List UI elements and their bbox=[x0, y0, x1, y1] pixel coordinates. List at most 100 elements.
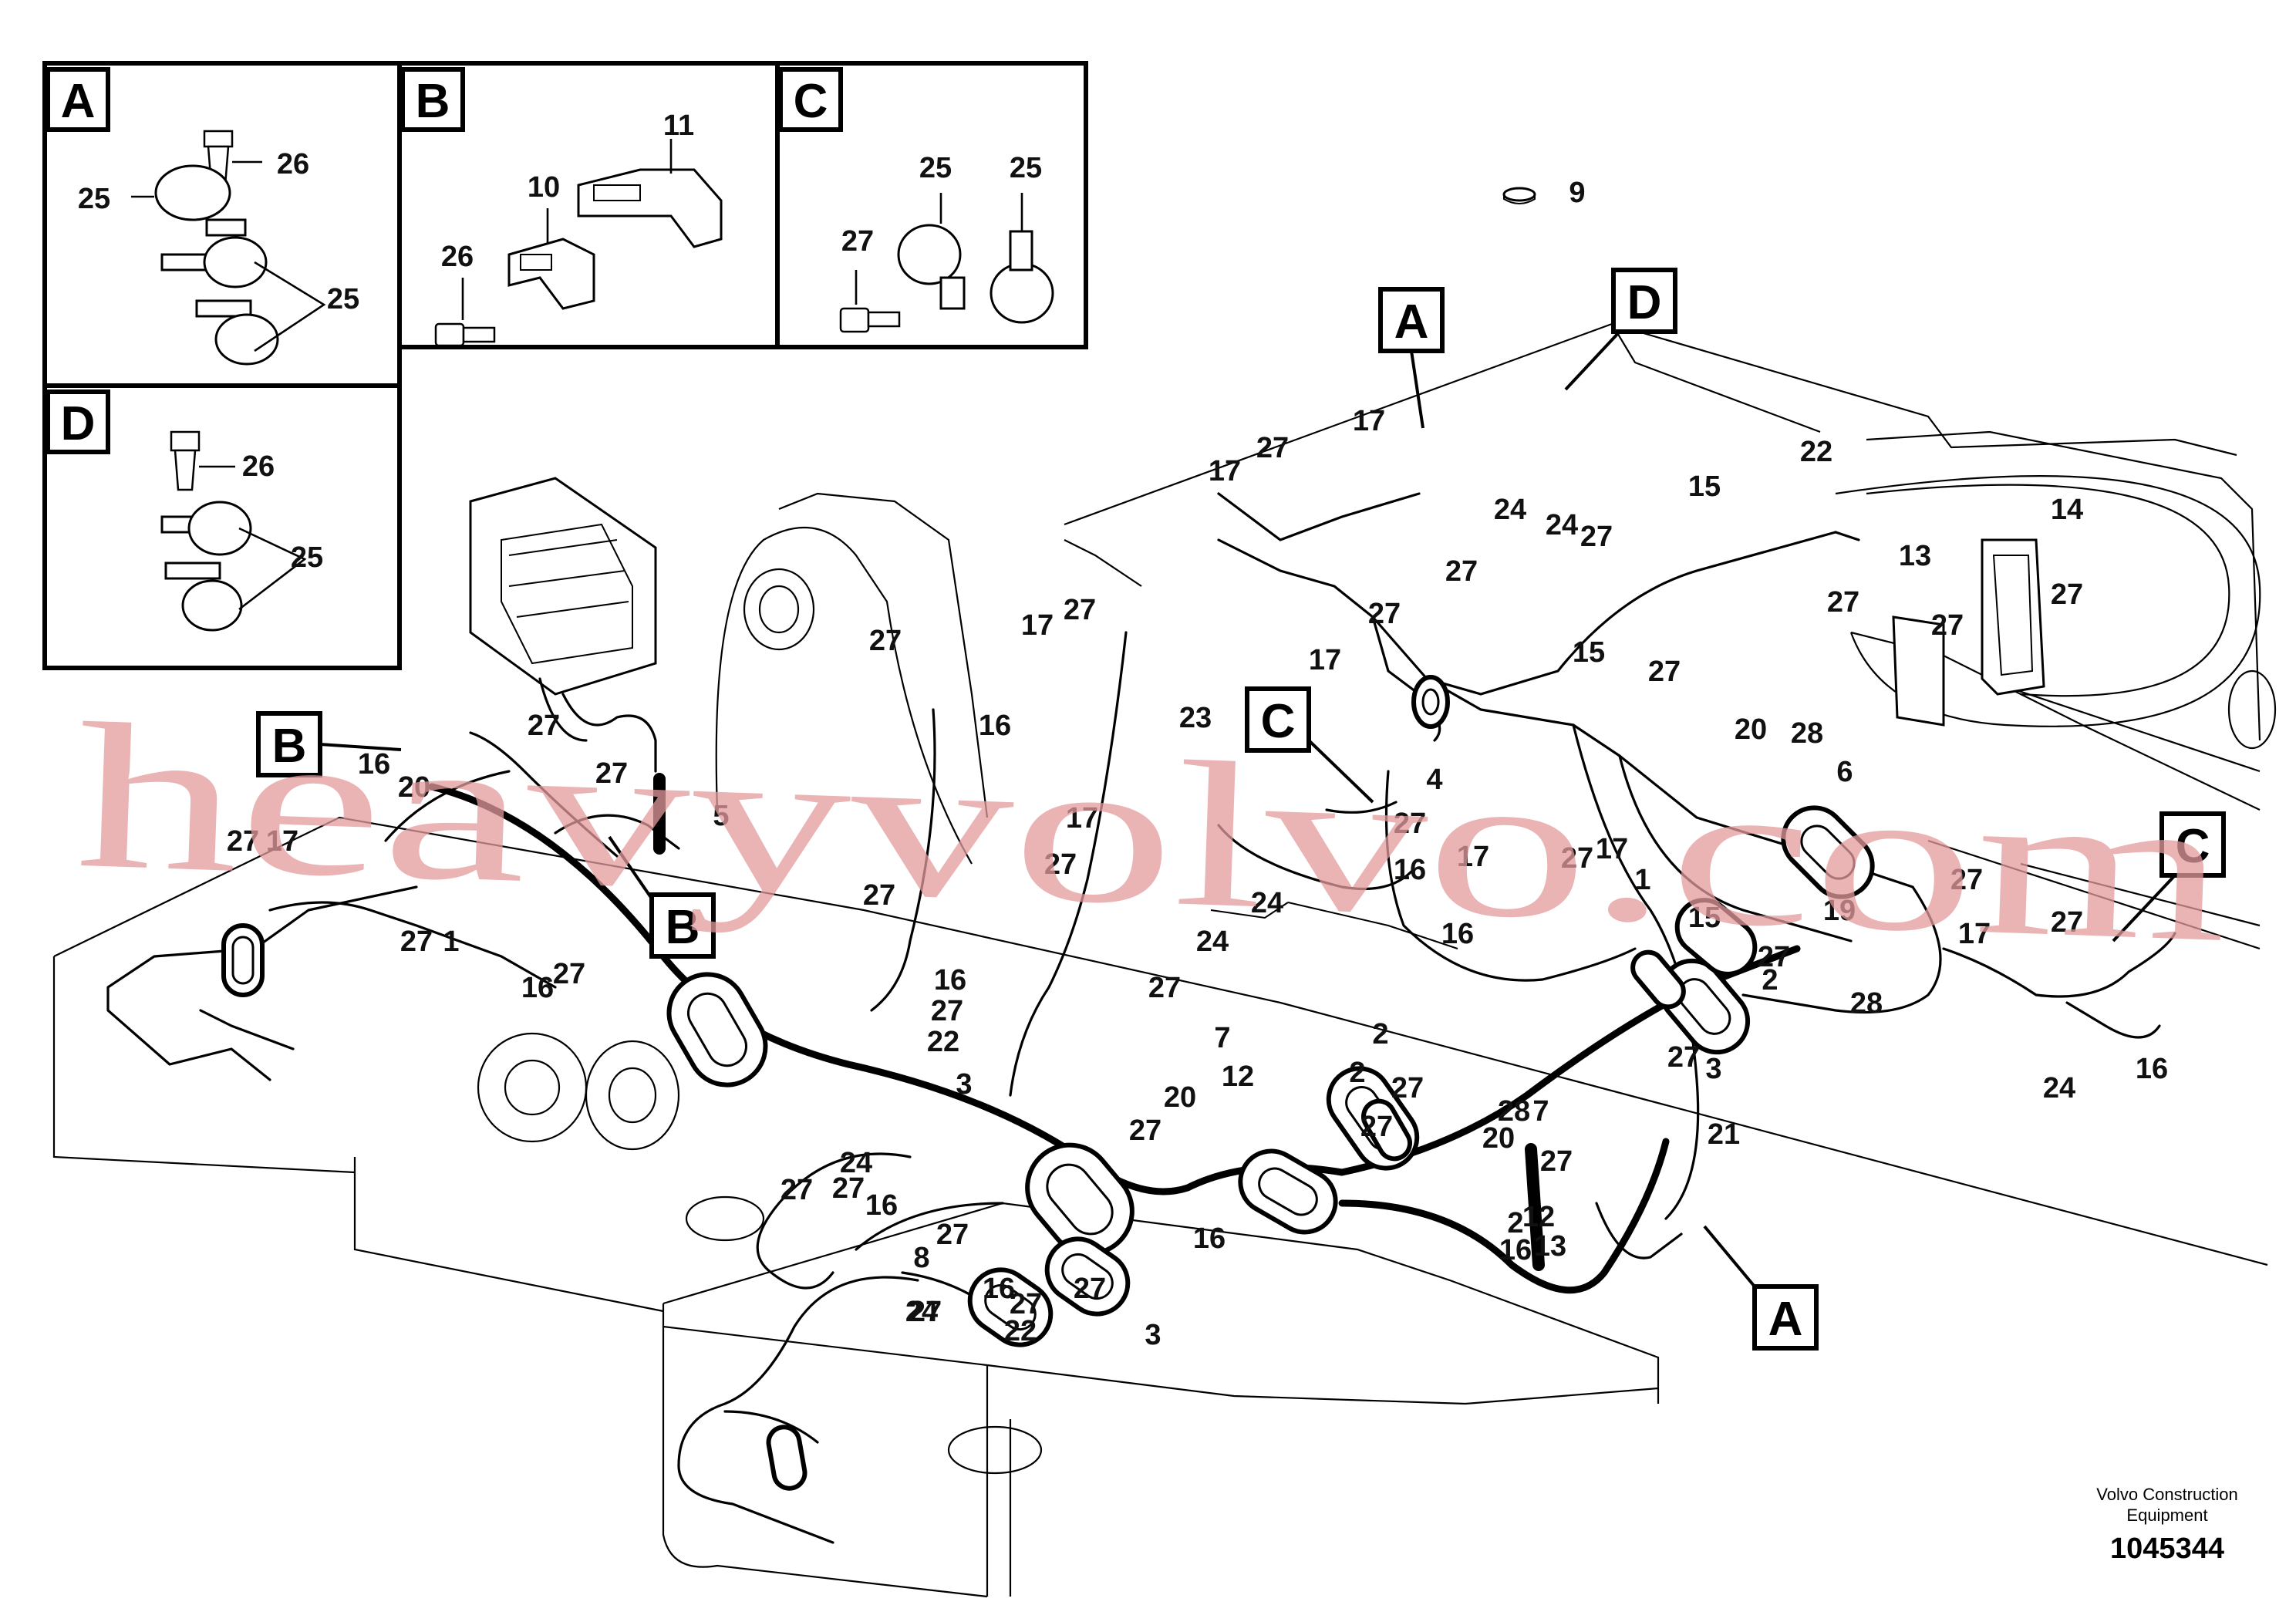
conduit-pipe bbox=[1525, 1143, 1545, 1271]
clamp-icon bbox=[164, 561, 243, 632]
callout-label: 4 bbox=[1426, 764, 1442, 796]
callout-label: 23 bbox=[1179, 702, 1212, 734]
callout-label: 27 bbox=[1580, 521, 1613, 553]
view-marker-c-right: C bbox=[2112, 811, 2226, 943]
callout-label: 17 bbox=[266, 825, 298, 858]
callout-label: 27 bbox=[869, 625, 902, 657]
callout-label: 17 bbox=[1209, 455, 1241, 487]
bolt-icon bbox=[434, 322, 496, 347]
callout-label: 26 bbox=[277, 148, 309, 180]
callout-label: 19 bbox=[1823, 895, 1856, 927]
callout-label: 27 bbox=[1074, 1273, 1106, 1305]
callout-label: 22 bbox=[927, 1026, 959, 1058]
callout-label: 16 bbox=[934, 964, 966, 996]
callout-label: 8 bbox=[913, 1242, 929, 1274]
view-marker-b-left: B bbox=[256, 711, 402, 777]
callout-label: 12 bbox=[1222, 1061, 1254, 1093]
callout-label: 17 bbox=[1309, 644, 1341, 676]
grommet bbox=[1781, 805, 1875, 899]
view-marker-b-center: B bbox=[608, 835, 716, 959]
callout-label: 15 bbox=[1573, 636, 1605, 669]
svg-text:B: B bbox=[666, 901, 700, 954]
callout-label: 1 bbox=[443, 926, 459, 958]
callout-label: 27 bbox=[1648, 656, 1681, 688]
callout-label: 10 bbox=[528, 171, 560, 204]
callout-label: 27 bbox=[1561, 842, 1593, 875]
callout-label: 15 bbox=[1688, 470, 1721, 503]
callout-label: 27 bbox=[863, 879, 895, 912]
bolt-icon bbox=[839, 307, 901, 333]
callout-label: 20 bbox=[398, 771, 430, 804]
clamp-icon bbox=[160, 501, 252, 556]
callout-label: 24 bbox=[905, 1296, 938, 1328]
callout-label: 27 bbox=[595, 757, 628, 790]
watermark-text: heavyvolvo.com bbox=[73, 680, 2232, 986]
callout-label: 27 bbox=[1445, 555, 1478, 588]
svg-text:A: A bbox=[1394, 295, 1429, 349]
callout-label: 24 bbox=[1251, 887, 1283, 919]
view-marker-a-top: A bbox=[1378, 287, 1445, 429]
callout-label: 27 bbox=[553, 958, 585, 990]
callout-label: 16 bbox=[983, 1273, 1015, 1305]
callout-label: 27 bbox=[909, 1296, 942, 1328]
callout-label: 20 bbox=[1164, 1081, 1196, 1114]
grommet bbox=[1674, 898, 1758, 976]
callout-label: 28 bbox=[1498, 1095, 1530, 1128]
svg-text:C: C bbox=[2176, 820, 2210, 873]
callout-label: 27 bbox=[1540, 1145, 1573, 1178]
bolt-icon bbox=[170, 430, 201, 491]
machine-frame-lineart bbox=[52, 322, 2277, 1598]
grommet bbox=[221, 923, 265, 997]
callout-label: 17 bbox=[1596, 833, 1628, 865]
callout-label: 16 bbox=[1499, 1234, 1532, 1266]
detail-box-a: A 26 25 25 bbox=[42, 61, 402, 388]
callout-label: 17 bbox=[1958, 918, 1991, 950]
callout-label: 7 bbox=[1214, 1022, 1230, 1054]
callout-label: 5 bbox=[713, 800, 729, 832]
callout-label: 27 bbox=[832, 1172, 865, 1205]
callout-label: 27 bbox=[1256, 432, 1289, 464]
svg-text:D: D bbox=[1627, 276, 1662, 329]
callout-label: 1 bbox=[1634, 864, 1650, 896]
grommet bbox=[1361, 1098, 1412, 1162]
clamp-icon bbox=[990, 230, 1054, 324]
svg-text:C: C bbox=[1261, 695, 1296, 748]
callout-label: 27 bbox=[2051, 906, 2083, 939]
callout-label: 25 bbox=[1010, 152, 1042, 184]
callout-label: 22 bbox=[1800, 436, 1832, 468]
clamp-icon bbox=[897, 224, 966, 310]
detail-box-c: C 25 25 27 bbox=[775, 61, 1088, 349]
callout-label: 27 bbox=[931, 995, 963, 1027]
callout-label: 26 bbox=[242, 450, 275, 483]
callout-label: 16 bbox=[2136, 1053, 2168, 1085]
grommet bbox=[766, 1425, 807, 1491]
callout-label: 17 bbox=[1353, 405, 1385, 437]
bracket-icon bbox=[507, 238, 595, 310]
callout-label: 27 bbox=[528, 710, 560, 742]
callout-label: 3 bbox=[1705, 1053, 1721, 1085]
electrical-distribution-box bbox=[469, 477, 657, 773]
callout-label: 16 bbox=[979, 710, 1011, 742]
callout-label: 27 bbox=[936, 1219, 969, 1251]
callout-label: 25 bbox=[78, 183, 110, 215]
callout-label: 27 bbox=[1360, 1111, 1393, 1143]
grommet bbox=[1238, 1148, 1338, 1235]
callout-label: 2 bbox=[1349, 1057, 1365, 1089]
bracket bbox=[1981, 538, 2045, 696]
callout-label: 27 bbox=[841, 225, 874, 258]
detail-letter: D bbox=[61, 397, 96, 450]
detail-box-b: B 11 10 26 bbox=[397, 61, 780, 349]
callout-label: 15 bbox=[1688, 902, 1721, 934]
callout-label: 2 bbox=[1507, 1207, 1523, 1239]
callout-label: 2 bbox=[1762, 964, 1778, 996]
callout-label: 27 bbox=[1010, 1288, 1042, 1320]
view-marker-c-middle: C bbox=[1245, 686, 1374, 804]
callout-label: 24 bbox=[1494, 494, 1526, 526]
callout-label: 27 bbox=[1044, 848, 1077, 881]
callout-label: 9 bbox=[1569, 177, 1585, 209]
callout-label: 25 bbox=[291, 541, 323, 574]
svg-text:A: A bbox=[1768, 1293, 1803, 1346]
callout-label: 27 bbox=[1394, 808, 1426, 840]
view-marker-a-bottom: A bbox=[1703, 1225, 1819, 1351]
